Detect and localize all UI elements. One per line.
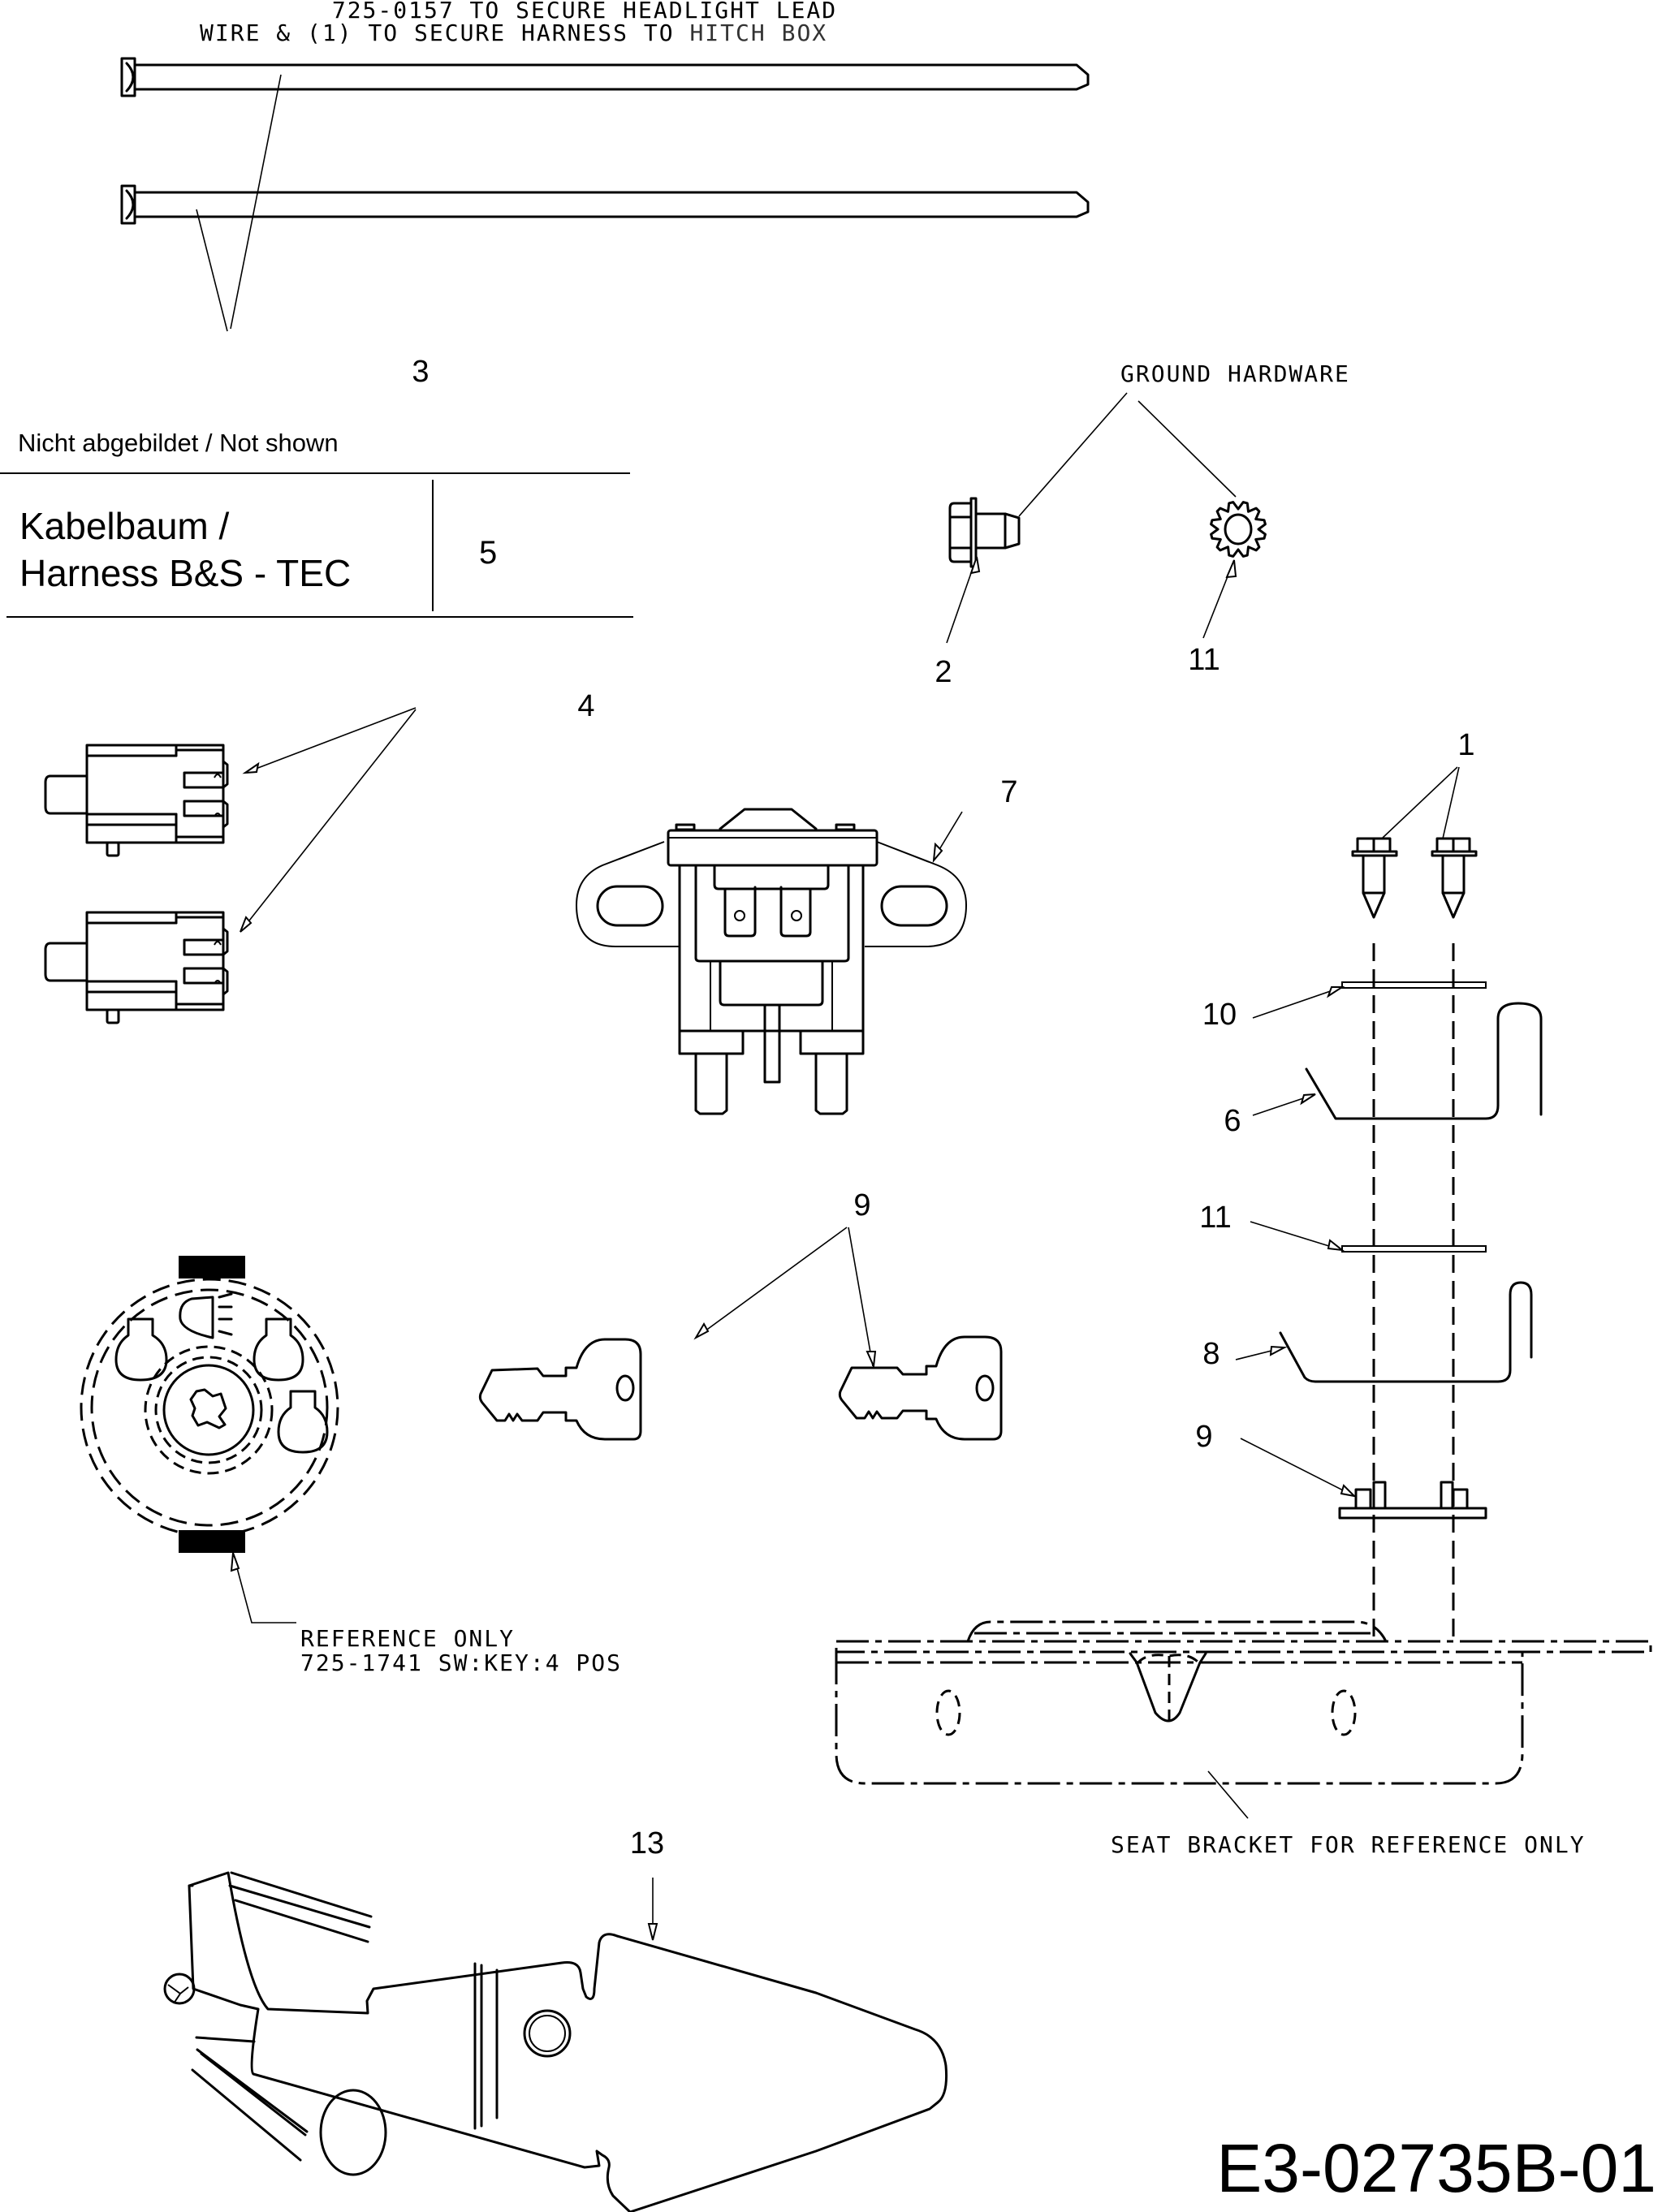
plunger-switch-2 <box>44 911 229 1024</box>
spring-clip-8 <box>1279 1281 1533 1383</box>
callout-8: 8 <box>1202 1337 1220 1371</box>
solenoid-icon <box>575 808 968 1115</box>
harness-ref: 5 <box>479 535 497 571</box>
leader-1b <box>1442 766 1460 839</box>
nut-plate-10 <box>1338 1481 1487 1520</box>
leader-ground-washer <box>1137 400 1237 498</box>
star-washer-icon <box>1210 501 1267 558</box>
cable-tie-2 <box>120 184 1090 225</box>
leader-ground-bolt <box>1018 392 1128 517</box>
hex-bolt-1 <box>1351 837 1398 919</box>
cable-tie-note-line2a: WIRE & (1) TO SECURE HARNESS TO <box>200 19 689 46</box>
callout-4: 4 <box>577 689 594 723</box>
leader-seat-bracket <box>1207 1770 1249 1819</box>
callout-12: 11 <box>1188 643 1220 677</box>
ground-hardware-label: GROUND HARDWARE <box>1120 360 1350 387</box>
spacer-plate-lower <box>1341 1245 1487 1253</box>
cable-tie-1 <box>120 57 1090 97</box>
spacer-plate-upper <box>1341 981 1487 989</box>
leader-ignition <box>232 1552 296 1623</box>
harness-desc-line2: Harness B&S - TEC <box>19 552 351 594</box>
callout-3: 3 <box>412 355 429 389</box>
leader-9b <box>848 1227 874 1367</box>
leader-1a <box>1382 766 1458 839</box>
ignition-switch-icon <box>80 1256 339 1553</box>
ignition-key-1 <box>478 1338 642 1441</box>
plunger-switch-1 <box>44 744 229 857</box>
leader-3a <box>230 74 282 330</box>
callout-9-label: 9 <box>853 1188 870 1222</box>
leader-10 <box>1240 1438 1355 1497</box>
callout-1: 1 <box>1457 728 1474 762</box>
leader-9a <box>695 1227 848 1339</box>
star-washer-hole <box>1224 513 1253 545</box>
cable-tie-note-line2: WIRE & (1) TO SECURE HARNESS TO HITCH BO… <box>200 19 827 46</box>
mounting-bracket-13 <box>163 1871 948 2212</box>
ignition-key-2 <box>838 1335 1003 1441</box>
callout-6: 6 <box>1224 1104 1241 1138</box>
hex-bolt-2 <box>1431 837 1478 919</box>
drawing-id: E3-02735B-01 <box>1216 2130 1656 2206</box>
callout-13: 13 <box>630 1826 664 1861</box>
callout-7: 7 <box>1000 775 1017 809</box>
cable-tie-note-line2b: HITCH BOX <box>689 19 827 46</box>
callout-10: 9 <box>1195 1420 1212 1454</box>
harness-desc-line1: Kabelbaum / <box>19 505 229 547</box>
ground-bolt-icon <box>948 497 1021 568</box>
leader-11b <box>1250 1221 1343 1251</box>
leader-11a <box>1252 986 1343 1019</box>
leader-4b <box>240 709 417 933</box>
spring-clip-6 <box>1305 1002 1543 1120</box>
star-washer-outline <box>1210 501 1267 558</box>
ignition-ref-line1: REFERENCE ONLY <box>300 1625 515 1652</box>
callout-11-lower: 11 <box>1199 1201 1231 1235</box>
seat-bracket <box>835 1620 1652 1785</box>
callout-11-upper: 10 <box>1202 998 1237 1032</box>
not-shown-heading: Nicht abgebildet / Not shown <box>18 429 339 457</box>
callout-2: 2 <box>935 655 952 689</box>
cable-tie-note-line1: 725-0157 TO SECURE HEADLIGHT LEAD <box>332 0 837 24</box>
leader-4a <box>244 707 417 774</box>
ignition-ref-line2: 725-1741 SW:KEY:4 POS <box>300 1649 622 1676</box>
seat-bracket-label: SEAT BRACKET FOR REFERENCE ONLY <box>1111 1831 1586 1858</box>
leader-3b <box>196 209 228 332</box>
